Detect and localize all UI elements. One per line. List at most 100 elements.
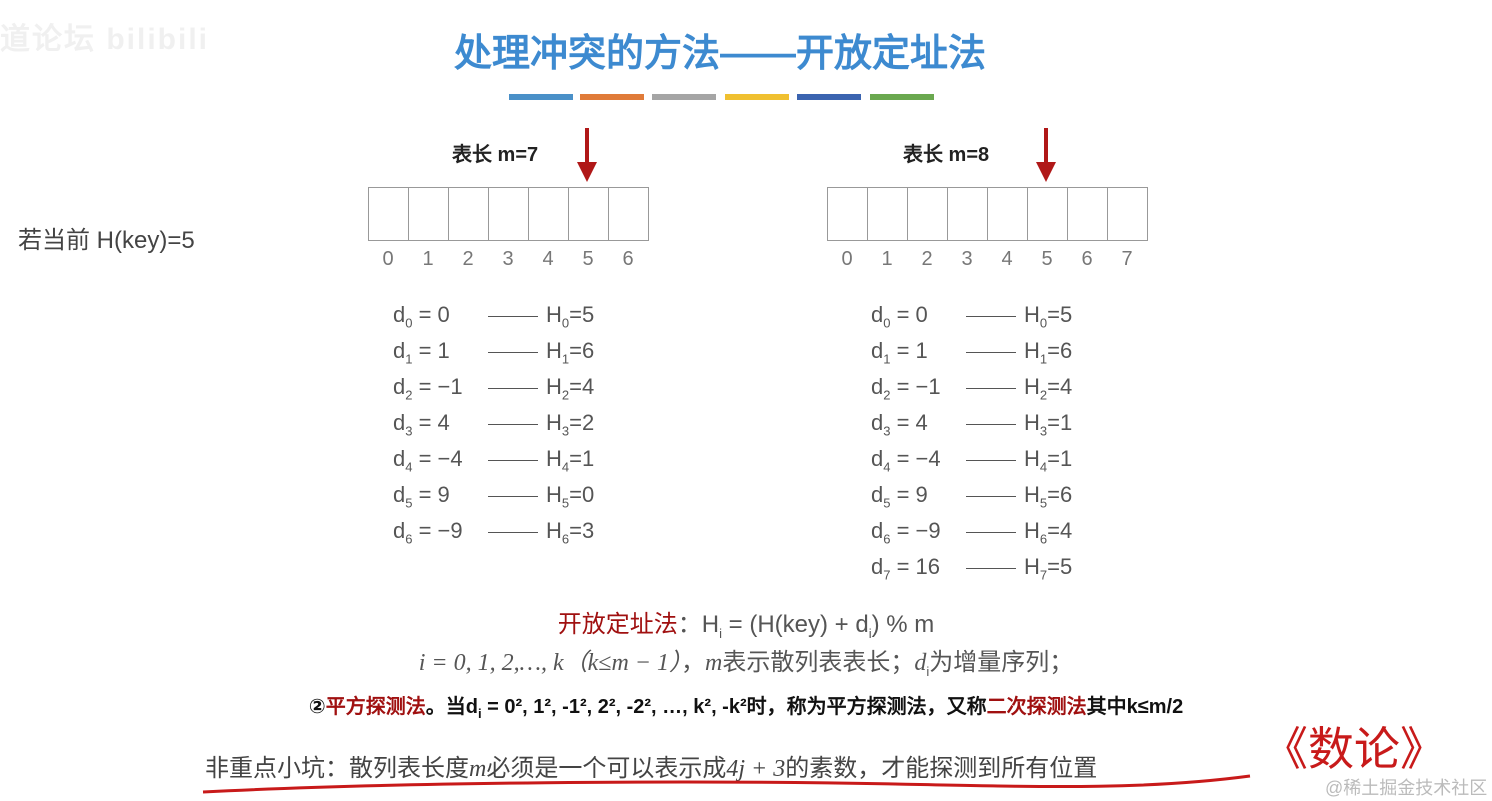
table-cell: [948, 188, 988, 240]
table-cell: [489, 188, 529, 240]
left-probe-rows: d0 = 0 H0=5 d1 = 1 H1=6 d2 = −1 H2=4 d3 = 4 H3=…: [393, 298, 594, 550]
probe-row: d4 = −4 H4=1: [393, 442, 594, 478]
probe-row: d0 = 0 H0=5: [871, 298, 1072, 334]
hash-value: H3=1: [1024, 409, 1073, 439]
hash-value: H4=1: [1024, 445, 1073, 475]
cell-index: 3: [502, 248, 514, 270]
cell-index: 3: [961, 248, 973, 270]
hash-value: H1=6: [546, 337, 595, 367]
increment: d1 = 1: [393, 337, 450, 367]
probe-row: d5 = 9 H5=0: [393, 478, 594, 514]
hash-value: H2=4: [1024, 373, 1073, 403]
probe-row: d0 = 0 H0=5: [393, 298, 594, 334]
hash-value: H6=4: [1024, 517, 1073, 547]
left-arrow-shaft: [585, 128, 589, 164]
table-cell: [529, 188, 569, 240]
connector-line: [488, 387, 538, 389]
increment: d6 = −9: [871, 517, 941, 547]
probe-row: d1 = 1 H1=6: [393, 334, 594, 370]
connector-line: [488, 459, 538, 461]
cell-index: 4: [542, 248, 554, 270]
increment: d0 = 0: [871, 301, 928, 331]
cell-index: 2: [921, 248, 933, 270]
table-cell: [409, 188, 449, 240]
connector-line: [488, 531, 538, 533]
cell-index: 2: [462, 248, 474, 270]
increment: d5 = 9: [871, 481, 928, 511]
cell-index: 6: [1081, 248, 1093, 270]
connector-line: [488, 423, 538, 425]
connector-line: [488, 315, 538, 317]
hash-value: H6=3: [546, 517, 595, 547]
formula-line: 开放定址法：Hi = (H(key) + di) % m: [557, 611, 935, 641]
increment: d3 = 4: [393, 409, 450, 439]
right-hash-table: [827, 187, 1148, 241]
probe-row: d3 = 4 H3=2: [393, 406, 594, 442]
cell-index: 4: [1001, 248, 1013, 270]
right-arrow-shaft: [1044, 128, 1048, 164]
cell-index: 5: [1041, 248, 1053, 270]
increment: d2 = −1: [871, 373, 941, 403]
table-cell: [1068, 188, 1108, 240]
color-bar: [652, 94, 716, 100]
hash-value: H1=6: [1024, 337, 1073, 367]
formula-name: 开放定址法: [557, 611, 678, 638]
right-arrow-down-icon: [1036, 162, 1056, 182]
left-arrow-down-icon: [577, 162, 597, 182]
cell-index: 0: [382, 248, 394, 270]
hash-value: H3=2: [546, 409, 595, 439]
current-hash-label: 若当前 H(key)=5: [18, 227, 195, 254]
left-table-label: 表长 m=7: [452, 144, 539, 166]
probe-row: d2 = −1 H2=4: [393, 370, 594, 406]
hash-value: H7=5: [1024, 553, 1073, 583]
probe-row: d2 = −1 H2=4: [871, 370, 1072, 406]
connector-line: [966, 531, 1016, 533]
table-cell: [908, 188, 948, 240]
hash-value: H0=5: [546, 301, 595, 331]
hash-value: H5=0: [546, 481, 595, 511]
table-cell: [1028, 188, 1068, 240]
handwritten-annotation: 《数论》: [1262, 722, 1446, 776]
hash-value: H4=1: [546, 445, 595, 475]
color-bar: [870, 94, 934, 100]
connector-line: [966, 495, 1016, 497]
connector-line: [966, 351, 1016, 353]
connector-line: [966, 387, 1016, 389]
hash-value: H5=6: [1024, 481, 1073, 511]
index-definition-line: i = 0, 1, 2,…, k（k≤m − 1），m表示散列表表长；di为增量…: [418, 649, 1074, 679]
color-bar: [797, 94, 861, 100]
increment: d6 = −9: [393, 517, 463, 547]
table-cell: [828, 188, 868, 240]
table-cell: [569, 188, 609, 240]
increment: d0 = 0: [393, 301, 450, 331]
probe-row: d4 = −4 H4=1: [871, 442, 1072, 478]
slide-title: 处理冲突的方法——开放定址法: [453, 33, 986, 75]
note-line: 非重点小坑：散列表长度m必须是一个可以表示成4j + 3的素数，才能探测到所有位…: [205, 755, 1098, 782]
quadratic-probing-line: ②平方探测法。当di = 0², 1², -1², 2², -2², …, k²…: [308, 696, 1184, 721]
color-bar: [725, 94, 789, 100]
increment: d4 = −4: [871, 445, 941, 475]
right-table-label: 表长 m=8: [903, 144, 990, 166]
color-bar: [580, 94, 644, 100]
probe-row: d6 = −9 H6=3: [393, 514, 594, 550]
increment: d4 = −4: [393, 445, 463, 475]
hash-value: H0=5: [1024, 301, 1073, 331]
connector-line: [966, 567, 1016, 569]
increment: d5 = 9: [393, 481, 450, 511]
hash-value: H2=4: [546, 373, 595, 403]
increment: d2 = −1: [393, 373, 463, 403]
table-cell: [609, 188, 648, 240]
site-watermark: @稀土掘金技术社区: [1325, 778, 1488, 798]
left-hash-table: [368, 187, 649, 241]
cell-index: 6: [622, 248, 634, 270]
probe-row: d5 = 9 H5=6: [871, 478, 1072, 514]
cell-index: 0: [841, 248, 853, 270]
connector-line: [966, 423, 1016, 425]
table-cell: [369, 188, 409, 240]
handwritten-underline: [202, 774, 1251, 794]
color-bar: [509, 94, 573, 100]
